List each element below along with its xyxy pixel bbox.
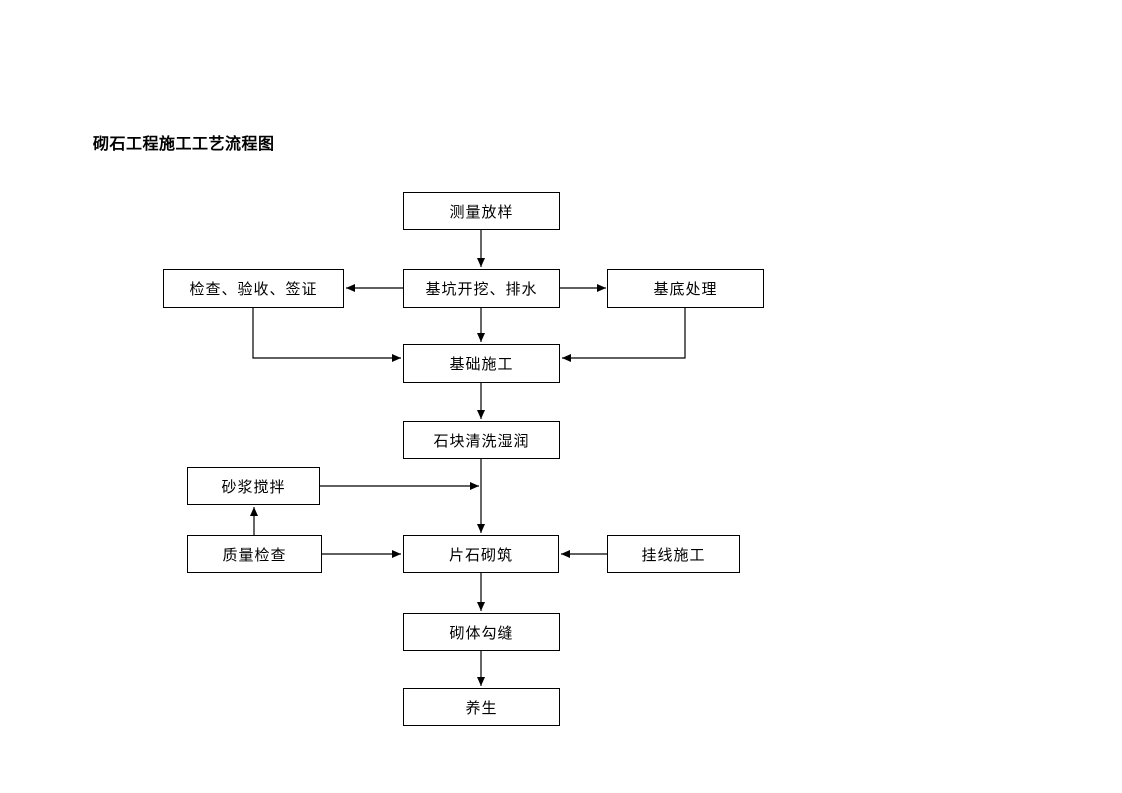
flow-node-stone-masonry: 片石砌筑 (403, 535, 559, 573)
flow-node-base-treatment: 基底处理 (607, 269, 764, 308)
flow-node-excavation: 基坑开挖、排水 (403, 269, 560, 308)
edge-base-treatment-to-foundation (562, 308, 686, 362)
flow-node-stone-washing: 石块清洗湿润 (403, 421, 560, 459)
flow-node-foundation: 基础施工 (403, 344, 560, 383)
flow-node-quality-check: 质量检查 (187, 535, 322, 573)
flow-node-mortar-mixing: 砂浆搅拌 (187, 467, 320, 505)
flow-node-survey: 测量放样 (403, 192, 560, 230)
edge-inspection-to-foundation (252, 308, 401, 362)
flow-node-jointing: 砌体勾缝 (403, 613, 560, 651)
flow-node-inspection: 检查、验收、签证 (163, 269, 344, 308)
diagram-title: 砌石工程施工工艺流程图 (93, 136, 275, 153)
flow-node-curing: 养生 (403, 688, 560, 726)
flow-node-line-hanging: 挂线施工 (607, 535, 740, 573)
